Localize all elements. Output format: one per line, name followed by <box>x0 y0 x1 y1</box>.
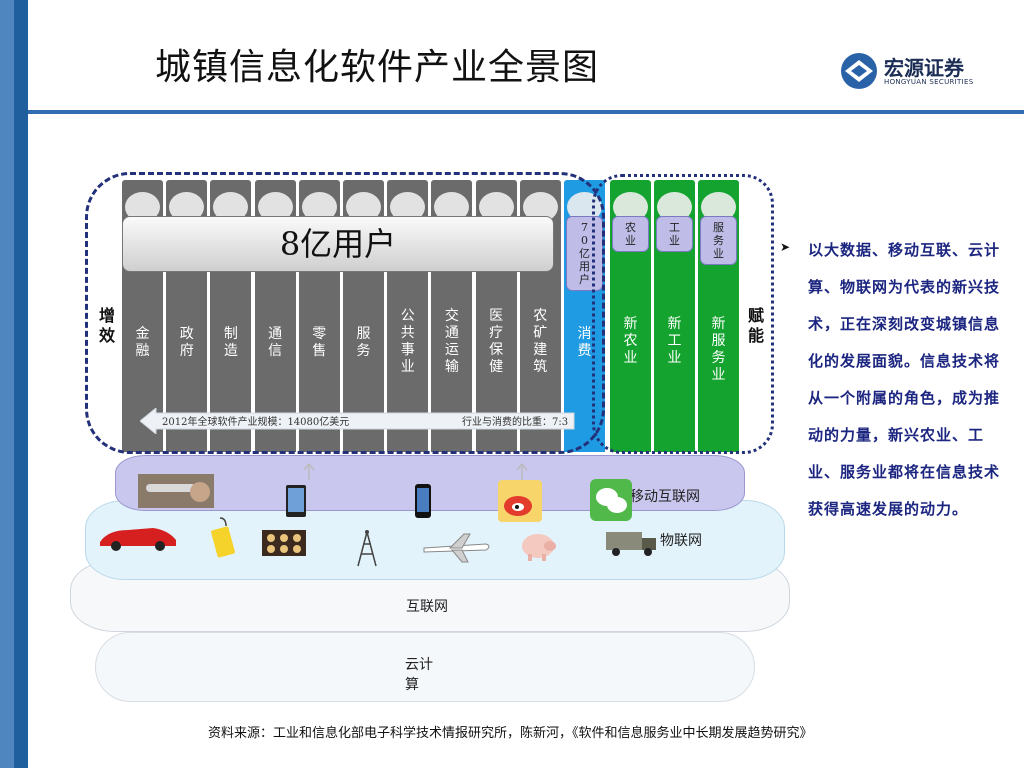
column-label: 消 费 <box>577 326 592 359</box>
bullet-arrow-icon: ➤ <box>780 240 791 254</box>
column-label: 公 共 事 业 <box>400 308 415 375</box>
column-label: 新 农 业 <box>623 316 638 366</box>
column-label: 医 疗 保 健 <box>489 308 504 375</box>
industry-column: 新 农 业农 业 <box>610 180 651 452</box>
title-divider <box>28 110 1024 114</box>
column-tag: 农 业 <box>612 216 649 252</box>
column-label: 交 通 运 输 <box>444 308 459 375</box>
mobile-internet-label: 移动互联网 <box>630 489 700 505</box>
cloud-label: 云计算 <box>405 657 433 693</box>
smart-glasses-icon <box>138 474 214 508</box>
logo-mark-icon <box>841 53 877 89</box>
column-tag: 工 业 <box>656 216 693 252</box>
cloud-layer <box>95 632 755 702</box>
weibo-icon <box>498 480 542 522</box>
signal-tower-icon <box>357 530 377 567</box>
rfid-tag-icon <box>211 517 235 558</box>
column-tag: 服 务 业 <box>700 216 737 265</box>
smartphone-icon <box>415 484 431 518</box>
iot-label: 物联网 <box>660 533 702 549</box>
industry-column: 消 费 7 0 亿 用 户 <box>564 180 605 452</box>
column-label: 新 服 务 业 <box>711 316 726 383</box>
left-accent-bar <box>0 0 28 768</box>
users-banner: 8亿用户 <box>122 216 554 272</box>
pig-icon <box>522 534 556 561</box>
food-tray-icon <box>262 530 306 556</box>
up-arrow-icon <box>516 462 528 480</box>
column-label: 新 工 业 <box>667 316 682 366</box>
efficiency-boundary <box>85 172 605 454</box>
column-tag: 7 0 亿 用 户 <box>566 216 603 291</box>
company-logo: 宏源证券 HONGYUAN SECURITIES <box>840 50 1000 94</box>
source-citation: 资料来源：工业和信息化部电子科学技术情报研究所，陈新河，《软件和信息服务业中长期… <box>208 726 813 741</box>
tablet-icon <box>286 485 306 517</box>
page-title: 城镇信息化软件产业全景图 <box>155 47 600 88</box>
truck-icon <box>606 532 656 556</box>
column-label: 零 售 <box>312 326 327 359</box>
sports-car-icon <box>100 528 176 551</box>
efficiency-label: 增效 <box>98 306 115 345</box>
logo-text-cn: 宏源证券 <box>884 56 964 80</box>
column-label: 通 信 <box>268 326 283 359</box>
industry-column: 新 工 业工 业 <box>654 180 695 452</box>
empowerment-boundary <box>592 174 774 454</box>
wechat-icon <box>590 479 632 521</box>
up-arrow-icon <box>303 462 315 480</box>
internet-label: 互联网 <box>406 599 448 615</box>
column-label: 政 府 <box>179 326 194 359</box>
column-label: 农 矿 建 筑 <box>533 308 548 375</box>
industry-column: 新 服 务 业 服 务 业 <box>698 180 739 452</box>
global-scale-arrow <box>140 408 575 434</box>
column-label: 服 务 <box>356 326 371 359</box>
column-label: 制 造 <box>223 326 238 359</box>
global-scale-text: 2012年全球软件产业规模：14080亿美元 <box>162 417 350 428</box>
industry-ratio-text: 行业与消费的比重：7:3 <box>462 417 569 428</box>
airplane-icon <box>423 533 490 563</box>
summary-text: 以大数据、移动互联、云计算、物联网为代表的新兴技术，正在深刻改变城镇信息化的发展… <box>808 241 1001 518</box>
empowerment-label: 赋能 <box>747 306 764 345</box>
column-label: 金 融 <box>135 326 150 359</box>
logo-text-en: HONGYUAN SECURITIES <box>884 78 974 86</box>
